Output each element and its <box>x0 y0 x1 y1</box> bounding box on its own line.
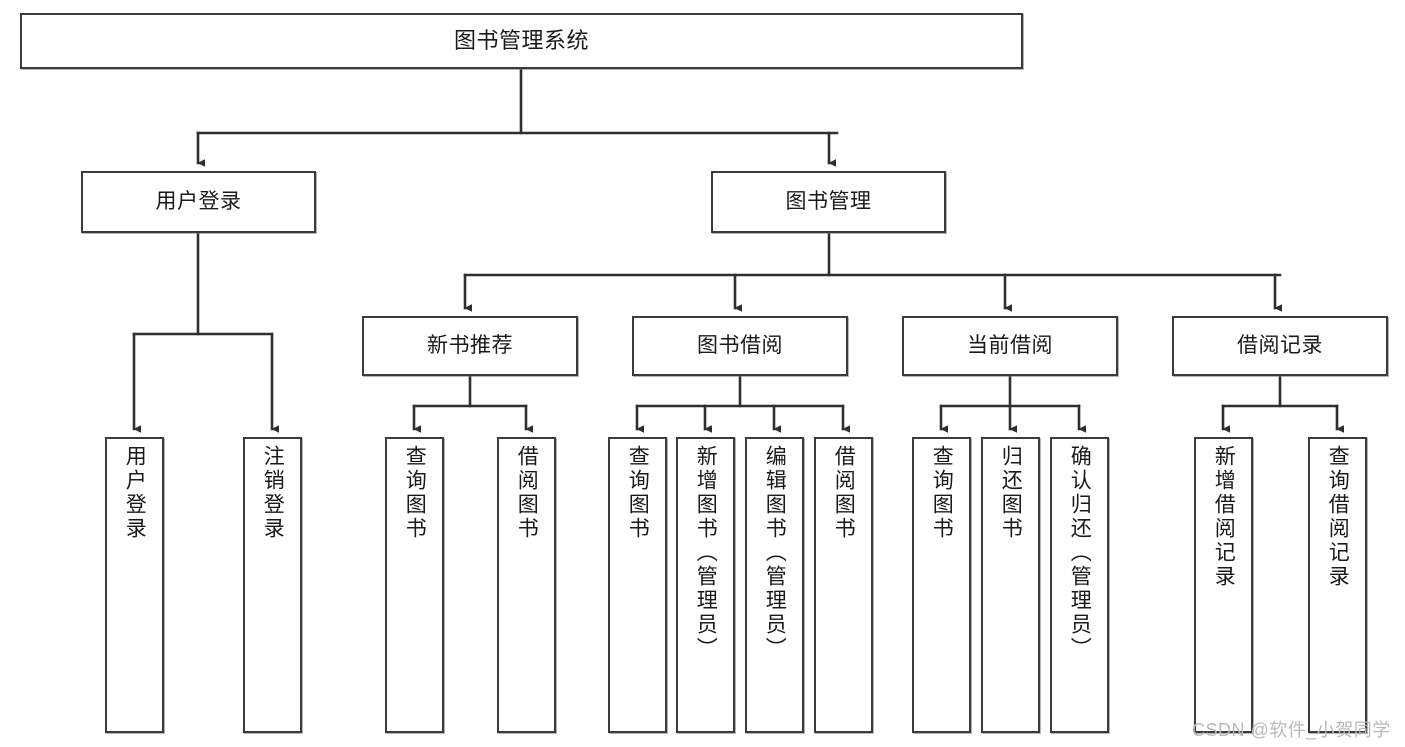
node-label: 编辑图书（管理员） <box>763 445 787 661</box>
node-leaf-user-login[interactable]: 用户登录 <box>105 437 164 733</box>
node-leaf-query-book-current[interactable]: 查询图书 <box>912 437 971 733</box>
node-leaf-query-borrow-record[interactable]: 查询借阅记录 <box>1308 437 1367 733</box>
node-label: 图书借阅 <box>697 333 783 357</box>
node-label: 查询图书 <box>403 445 427 541</box>
node-root-book-management-system[interactable]: 图书管理系统 <box>20 13 1023 69</box>
node-label: 借阅记录 <box>1237 333 1323 357</box>
node-current-borrow[interactable]: 当前借阅 <box>902 316 1118 376</box>
node-leaf-return-book[interactable]: 归还图书 <box>981 437 1040 733</box>
node-book-borrow[interactable]: 图书借阅 <box>632 316 848 376</box>
node-label: 注销登录 <box>261 445 285 541</box>
node-leaf-edit-book-admin[interactable]: 编辑图书（管理员） <box>745 437 804 733</box>
node-leaf-query-book-recommend[interactable]: 查询图书 <box>385 437 444 733</box>
node-leaf-add-borrow-record[interactable]: 新增借阅记录 <box>1194 437 1253 733</box>
node-label: 归还图书 <box>999 445 1023 541</box>
node-label: 查询借阅记录 <box>1326 445 1350 589</box>
node-leaf-user-logout[interactable]: 注销登录 <box>243 437 302 733</box>
node-leaf-confirm-return-admin[interactable]: 确认归还（管理员） <box>1050 437 1109 733</box>
node-borrow-record[interactable]: 借阅记录 <box>1172 316 1388 376</box>
node-label: 新书推荐 <box>427 333 513 357</box>
node-label: 确认归还（管理员） <box>1068 445 1092 661</box>
node-label: 图书管理系统 <box>453 28 589 54</box>
node-user-login[interactable]: 用户登录 <box>81 171 316 233</box>
node-leaf-add-book-admin[interactable]: 新增图书（管理员） <box>676 437 735 733</box>
node-label: 用户登录 <box>123 445 147 541</box>
node-book-management[interactable]: 图书管理 <box>711 171 946 233</box>
node-label: 查询图书 <box>930 445 954 541</box>
node-leaf-borrow-book[interactable]: 借阅图书 <box>814 437 873 733</box>
node-label: 借阅图书 <box>832 445 856 541</box>
node-new-book-recommend[interactable]: 新书推荐 <box>362 316 578 376</box>
node-leaf-borrow-book-recommend[interactable]: 借阅图书 <box>497 437 556 733</box>
node-label: 当前借阅 <box>967 333 1053 357</box>
node-leaf-query-book-borrow[interactable]: 查询图书 <box>608 437 667 733</box>
csdn-watermark: CSDN @软件_小贺同学 <box>1192 720 1391 740</box>
node-label: 查询图书 <box>626 445 650 541</box>
node-label: 借阅图书 <box>515 445 539 541</box>
node-label: 用户登录 <box>155 189 242 213</box>
node-label: 新增借阅记录 <box>1212 445 1236 589</box>
node-label: 新增图书（管理员） <box>694 445 718 661</box>
node-label: 图书管理 <box>785 189 872 213</box>
